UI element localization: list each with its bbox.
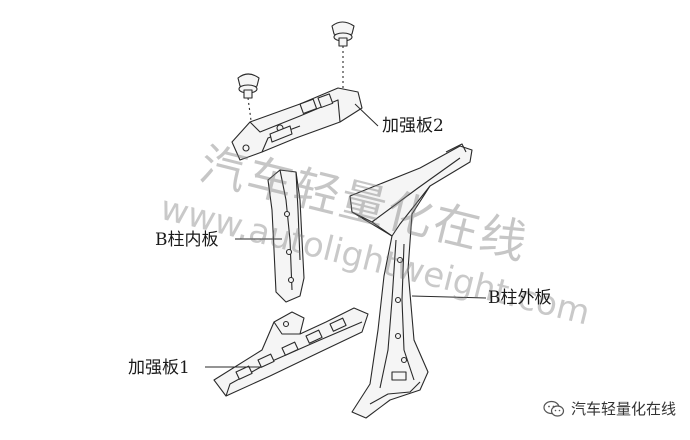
leader-line-reinforcement-2 [354, 103, 379, 127]
label-b-pillar-outer: B柱外板 [488, 288, 552, 308]
grommet-icon [237, 73, 260, 99]
footer-brand: 汽车轻量化在线 [543, 398, 676, 419]
label-b-pillar-inner: B柱内板 [155, 230, 219, 250]
reinforcement-plate-2-part [231, 87, 363, 161]
b-pillar-inner-part [267, 169, 305, 303]
label-reinforcement-1: 加强板1 [128, 358, 190, 378]
label-reinforcement-2: 加强板2 [382, 116, 444, 136]
wechat-icon [543, 400, 565, 417]
b-pillar-outer-part [349, 143, 473, 419]
footer-text: 汽车轻量化在线 [570, 400, 676, 418]
leader-line-b-pillar-outer [411, 295, 487, 299]
grommet-icon [331, 21, 355, 47]
reinforcement-plate-1-part [213, 307, 369, 397]
